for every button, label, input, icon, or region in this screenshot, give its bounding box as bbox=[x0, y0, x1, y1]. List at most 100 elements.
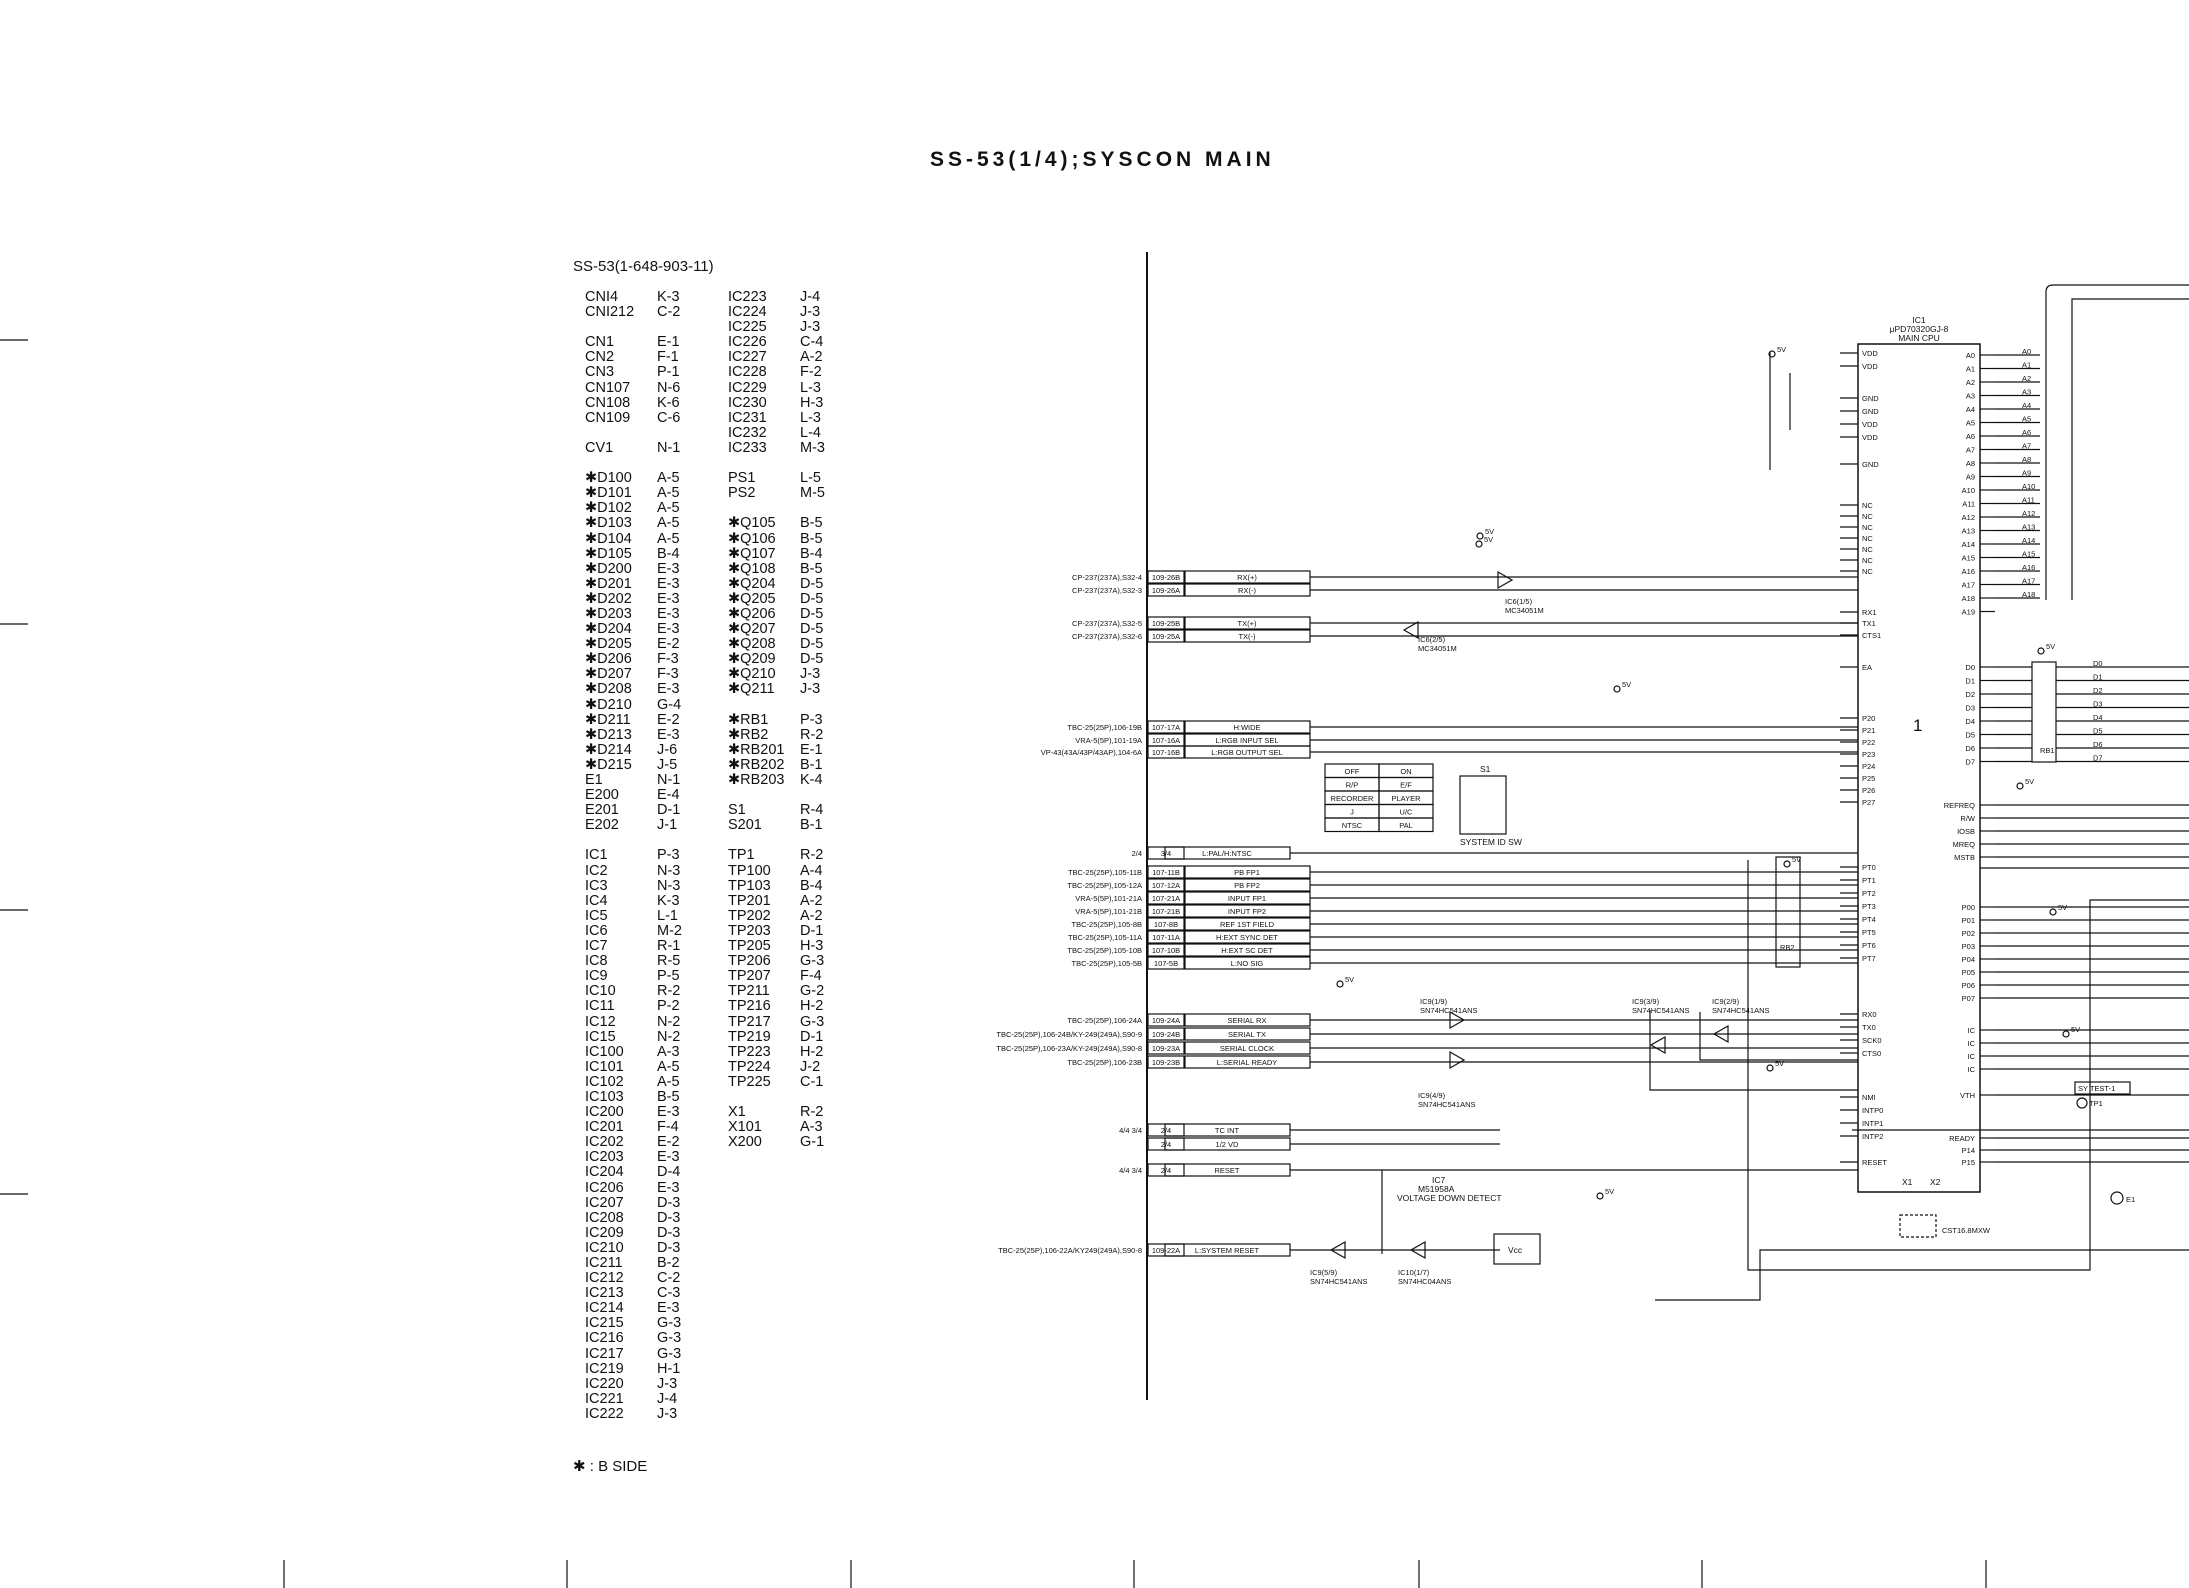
part-location: E-3 bbox=[657, 1179, 680, 1196]
connector-pin: 107-16B bbox=[1152, 748, 1180, 757]
signal-source: TBC-25(25P),106-22A/KY249(249A),S90-8 bbox=[998, 1246, 1142, 1255]
part-ref: ✱D104 bbox=[585, 530, 632, 547]
connector-pin-box bbox=[1147, 1041, 1185, 1055]
ic1-ref: IC1 bbox=[1912, 315, 1926, 325]
pin-label-a4: A4 bbox=[1966, 405, 1975, 414]
part-ref: IC7 bbox=[585, 938, 608, 955]
part-location: A-2 bbox=[800, 349, 823, 366]
part-location: F-1 bbox=[657, 349, 679, 366]
pin-label-cts1: CTS1 bbox=[1862, 631, 1881, 640]
part-location: E-4 bbox=[657, 787, 680, 804]
vcc-label: Vcc bbox=[1508, 1245, 1523, 1255]
addr-label: A11 bbox=[2022, 496, 2035, 505]
ic7-desc: VOLTAGE DOWN DETECT bbox=[1397, 1193, 1502, 1203]
part-location: P-2 bbox=[657, 998, 680, 1015]
e1-label: E1 bbox=[2126, 1195, 2135, 1204]
part-ref: IC215 bbox=[585, 1315, 624, 1332]
part-ref: ✱D102 bbox=[585, 500, 632, 517]
pin-label-ea: EA bbox=[1862, 663, 1872, 672]
part-location: R-4 bbox=[800, 802, 824, 819]
part-ref: PS1 bbox=[728, 470, 756, 487]
buffer-gate bbox=[1649, 1035, 1666, 1055]
part-ref: PS2 bbox=[728, 485, 756, 502]
pin-label-pt2: PT2 bbox=[1862, 889, 1876, 898]
ic1-left-pins: VDDVDDGNDGNDVDDVDDGNDNCNCNCNCNCNCNCRX1TX… bbox=[1840, 349, 1887, 1167]
power-5v-label: 5V bbox=[1485, 527, 1494, 536]
part-location: N-2 bbox=[657, 1013, 681, 1030]
part-ref: TP203 bbox=[728, 922, 771, 939]
x1-resonator bbox=[1899, 1214, 1937, 1238]
part-location: K-6 bbox=[657, 394, 680, 411]
pin-label-reset: RESET bbox=[1862, 1158, 1887, 1167]
part-location: M-3 bbox=[800, 439, 825, 456]
part-location: C-2 bbox=[657, 1270, 681, 1287]
part-ref: IC220 bbox=[585, 1375, 624, 1392]
sysid-off-value: R/P bbox=[1346, 781, 1359, 790]
power-5v-marker bbox=[1475, 540, 1483, 548]
signal-source: TBC-25(25P),106-23B bbox=[1067, 1058, 1142, 1067]
addr-label: A3 bbox=[2022, 388, 2031, 397]
part-ref: ✱D213 bbox=[585, 726, 632, 743]
signal-source: 4/4 3/4 bbox=[1119, 1166, 1142, 1175]
part-location: G-3 bbox=[657, 1330, 682, 1347]
pin-label-nc: NC bbox=[1862, 567, 1873, 576]
signal-name: L:NO SIG bbox=[1231, 959, 1264, 968]
power-5v-marker bbox=[2049, 908, 2057, 916]
x1-label: X1 bbox=[1902, 1177, 1913, 1187]
signal-source: CP-237(237A),S32-4 bbox=[1072, 573, 1142, 582]
part-location: G-2 bbox=[800, 983, 825, 1000]
part-ref: TP205 bbox=[728, 938, 771, 955]
power-5v-marker bbox=[1783, 860, 1791, 868]
connector-pin-box bbox=[1147, 1055, 1185, 1069]
connector-pin-box bbox=[1147, 865, 1185, 879]
part-ref: IC231 bbox=[728, 409, 767, 426]
part-ref: ✱Q105 bbox=[728, 515, 776, 532]
signal-source: VRA-5(5P),101-21B bbox=[1075, 907, 1142, 916]
pin-label-p15: P15 bbox=[1962, 1158, 1975, 1167]
pin-label-p05: P05 bbox=[1962, 968, 1975, 977]
data-label: D5 bbox=[2093, 727, 2103, 736]
signal-source: TBC-25(25P),105-10B bbox=[1067, 946, 1142, 955]
part-location: J-1 bbox=[657, 817, 678, 834]
part-location: G-3 bbox=[800, 953, 825, 970]
part-location: J-3 bbox=[800, 319, 821, 336]
connector-pin: 107-11B bbox=[1152, 868, 1180, 877]
buffer-ref: IC9(2/9) bbox=[1712, 997, 1740, 1006]
part-location: A-5 bbox=[657, 485, 680, 502]
pin-label-a12: A12 bbox=[1962, 513, 1975, 522]
part-location: D-5 bbox=[800, 590, 824, 607]
part-ref: IC203 bbox=[585, 1149, 624, 1166]
pin-label-a8: A8 bbox=[1966, 459, 1975, 468]
pin-label-d6: D6 bbox=[1965, 744, 1975, 753]
part-location: G-3 bbox=[800, 1013, 825, 1030]
data-label: D1 bbox=[2093, 673, 2103, 682]
rb2-network bbox=[1775, 856, 1801, 968]
part-ref: ✱Q205 bbox=[728, 590, 776, 607]
part-location: J-3 bbox=[657, 1375, 678, 1392]
signal-name: L:SYSTEM RESET bbox=[1195, 1246, 1260, 1255]
ic1-part: μPD70320GJ-8 bbox=[1890, 324, 1949, 334]
part-location: G-4 bbox=[657, 696, 682, 713]
part-ref: ✱Q210 bbox=[728, 666, 776, 683]
part-ref: ✱Q209 bbox=[728, 651, 776, 668]
signal-source: 2/4 bbox=[1132, 849, 1142, 858]
pin-label-p01: P01 bbox=[1962, 916, 1975, 925]
part-ref: IC209 bbox=[585, 1224, 624, 1241]
part-ref: IC223 bbox=[728, 289, 767, 305]
part-location: R-2 bbox=[800, 847, 824, 864]
